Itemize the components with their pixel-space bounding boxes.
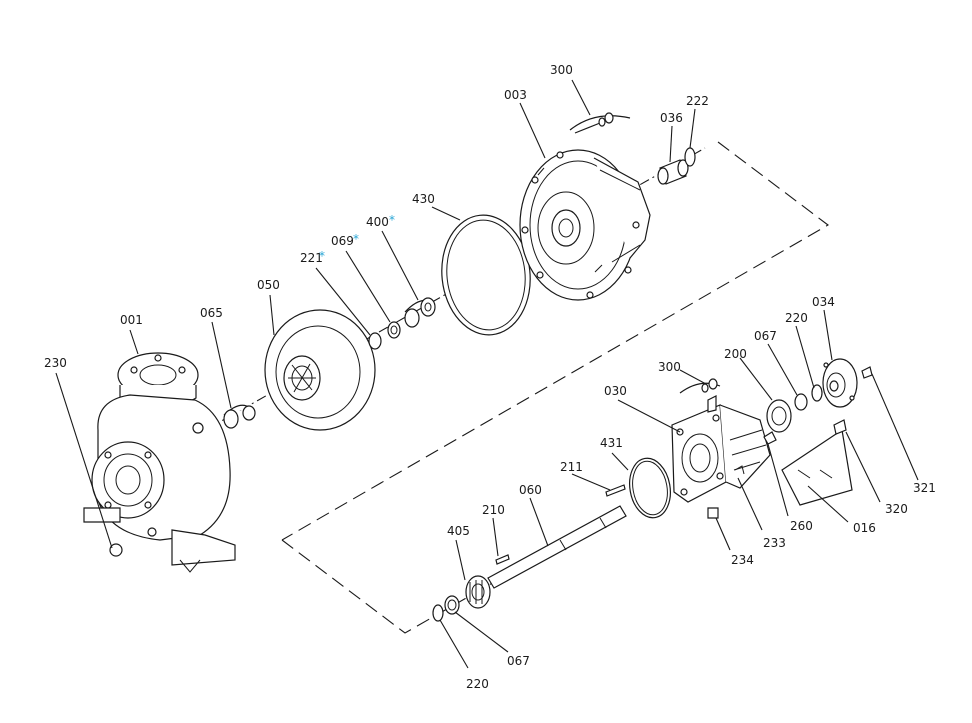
label-030: 030	[604, 384, 627, 398]
bearing-405	[465, 575, 491, 609]
washer-069	[387, 321, 401, 339]
impeller-nut-065	[223, 404, 256, 429]
label-405: 405	[447, 524, 470, 538]
plug-300-bracket	[679, 378, 721, 413]
label-230: 230	[44, 356, 67, 370]
label-211: 211	[560, 460, 583, 474]
label-200: 200	[724, 347, 747, 361]
label-234: 234	[731, 553, 754, 567]
circlip-222	[684, 147, 696, 167]
label-430: 430	[412, 192, 435, 206]
o-ring-431	[629, 457, 671, 519]
label-431: 431	[600, 436, 623, 450]
circlip-221	[368, 332, 382, 350]
label-221: 221	[300, 251, 323, 265]
leader-lines	[55, 79, 919, 669]
washer-067-right	[794, 393, 808, 411]
oil-plug-260	[763, 431, 777, 445]
label-260: 260	[790, 519, 813, 533]
vent-plug-300-top	[569, 112, 631, 134]
label-036: 036	[660, 111, 683, 125]
key-210	[495, 554, 510, 565]
asterisk-400: *	[389, 213, 395, 227]
label-016: 016	[853, 521, 876, 535]
label-067-left: 067	[507, 654, 530, 668]
pump-casing-001	[83, 352, 236, 573]
label-300-bracket: 300	[658, 360, 681, 374]
screws-233	[734, 465, 745, 475]
label-300-top: 300	[550, 63, 573, 77]
shaft-060	[487, 505, 627, 589]
label-220-left: 220	[466, 677, 489, 691]
o-ring-430	[441, 214, 531, 336]
drain-plug-234	[707, 507, 719, 519]
label-003: 003	[504, 88, 527, 102]
bearing-bracket-030	[671, 404, 771, 503]
mechanical-seal-400	[404, 297, 436, 328]
label-034: 034	[812, 295, 835, 309]
label-222: 222	[686, 94, 709, 108]
label-065: 065	[200, 306, 223, 320]
label-321: 321	[913, 481, 936, 495]
circlip-220-left	[432, 604, 444, 622]
key-211	[605, 484, 626, 497]
part-labels: 300 003 036 222 430 400 * 069 * 221 * 05…	[44, 63, 936, 691]
label-001: 001	[120, 313, 143, 327]
label-220-right: 220	[785, 311, 808, 325]
bearing-200	[766, 399, 792, 433]
label-050: 050	[257, 278, 280, 292]
label-320: 320	[885, 502, 908, 516]
washer-067-left	[444, 595, 460, 615]
asterisk-221: *	[319, 249, 325, 263]
bearing-cover-034	[822, 358, 858, 408]
impeller-050	[264, 309, 376, 431]
label-210: 210	[482, 503, 505, 517]
label-067-right: 067	[754, 329, 777, 343]
label-233: 233	[763, 536, 786, 550]
screw-321	[861, 366, 873, 379]
label-069: 069	[331, 234, 354, 248]
label-060: 060	[519, 483, 542, 497]
asterisk-069: *	[353, 232, 359, 246]
axis-line	[169, 147, 706, 451]
foot-016	[781, 428, 853, 506]
bush-036	[657, 159, 689, 185]
screw-320	[833, 419, 847, 435]
label-400: 400	[366, 215, 389, 229]
circlip-220-right	[811, 384, 823, 402]
seal-housing-003	[519, 149, 651, 301]
